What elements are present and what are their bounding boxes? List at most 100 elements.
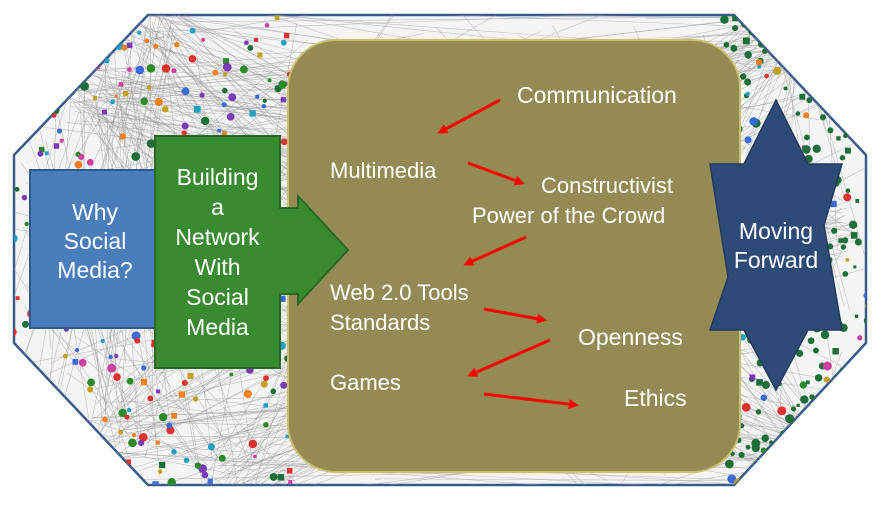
- network-edge: [135, 387, 142, 442]
- network-node: [822, 361, 832, 371]
- network-node: [21, 194, 28, 201]
- red-connector-arrow: [463, 235, 527, 266]
- network-node: [764, 73, 769, 79]
- network-node: [212, 69, 219, 76]
- network-node: [14, 357, 18, 362]
- network-node: [255, 94, 260, 99]
- network-node: [286, 468, 293, 474]
- network-node: [856, 127, 862, 133]
- network-node: [280, 138, 288, 146]
- network-node: [840, 412, 848, 420]
- network-node: [141, 365, 147, 371]
- network-node: [854, 425, 860, 432]
- network-node: [5, 322, 9, 326]
- network-node: [280, 8, 284, 12]
- network-node: [87, 386, 94, 393]
- network-node: [247, 44, 254, 51]
- network-edge: [154, 15, 368, 40]
- network-node: [856, 15, 865, 18]
- network-node: [797, 32, 803, 38]
- network-node: [135, 65, 145, 75]
- network-node: [804, 134, 810, 141]
- network-node: [849, 471, 855, 477]
- network-node: [15, 453, 23, 460]
- network-node: [745, 91, 750, 97]
- network-node: [152, 481, 159, 485]
- network-node: [222, 72, 228, 77]
- network-node: [87, 378, 95, 387]
- network-node: [81, 470, 86, 475]
- network-edge: [795, 21, 853, 73]
- network-node: [118, 82, 124, 87]
- network-node: [29, 113, 36, 120]
- network-node: [867, 299, 870, 302]
- network-node: [171, 449, 177, 455]
- network-node: [809, 53, 815, 59]
- network-node: [800, 33, 807, 41]
- connector-arrows: [437, 98, 579, 410]
- network-node: [188, 55, 197, 63]
- network-node: [742, 37, 750, 45]
- network-node: [860, 121, 866, 129]
- network-node: [21, 320, 30, 328]
- network-node: [802, 431, 809, 437]
- network-node: [836, 136, 841, 141]
- network-node: [799, 381, 807, 389]
- network-node: [56, 498, 62, 503]
- network-node: [72, 359, 79, 365]
- network-node: [171, 68, 177, 74]
- network-node: [167, 478, 177, 485]
- network-node: [140, 97, 149, 105]
- network-node: [738, 451, 745, 459]
- network-node: [263, 422, 269, 428]
- network-node: [248, 439, 258, 449]
- network-node: [773, 67, 782, 75]
- network-node: [4, 125, 11, 132]
- network-node: [138, 439, 145, 446]
- network-node: [146, 84, 152, 90]
- network-node: [15, 115, 24, 124]
- network-node: [86, 158, 94, 166]
- network-node: [823, 376, 830, 383]
- network-node: [199, 92, 205, 98]
- network-node: [781, 488, 787, 494]
- network-node: [790, 453, 795, 458]
- network-node: [749, 117, 758, 126]
- network-node: [781, 16, 788, 23]
- network-node: [840, 36, 847, 43]
- network-node: [813, 42, 819, 48]
- network-node: [77, 491, 82, 496]
- network-node: [14, 234, 18, 243]
- topic-openness: Openness: [578, 324, 683, 350]
- network-node: [831, 496, 839, 503]
- network-node: [827, 127, 834, 134]
- network-node: [782, 459, 790, 467]
- network-node: [21, 365, 30, 374]
- network-node: [849, 15, 855, 22]
- network-node: [744, 51, 752, 59]
- network-node: [118, 408, 127, 418]
- network-node: [820, 330, 830, 340]
- network-node: [102, 416, 108, 423]
- network-node: [800, 395, 809, 404]
- network-node: [161, 64, 171, 73]
- network-node: [239, 65, 248, 74]
- network-node: [260, 380, 268, 388]
- network-node: [844, 480, 853, 485]
- network-node: [760, 447, 767, 454]
- network-node: [796, 349, 804, 357]
- network-node: [0, 341, 7, 348]
- network-node: [96, 65, 101, 70]
- network-node: [285, 434, 290, 439]
- network-node: [853, 121, 862, 131]
- network-node: [53, 143, 60, 149]
- network-node: [267, 78, 272, 83]
- network-node: [745, 488, 749, 492]
- network-edge: [815, 92, 846, 202]
- network-node: [727, 474, 737, 484]
- network-node: [732, 25, 739, 32]
- network-node: [38, 146, 45, 153]
- network-node: [283, 32, 290, 39]
- network-node: [156, 389, 161, 394]
- network-node: [80, 81, 90, 91]
